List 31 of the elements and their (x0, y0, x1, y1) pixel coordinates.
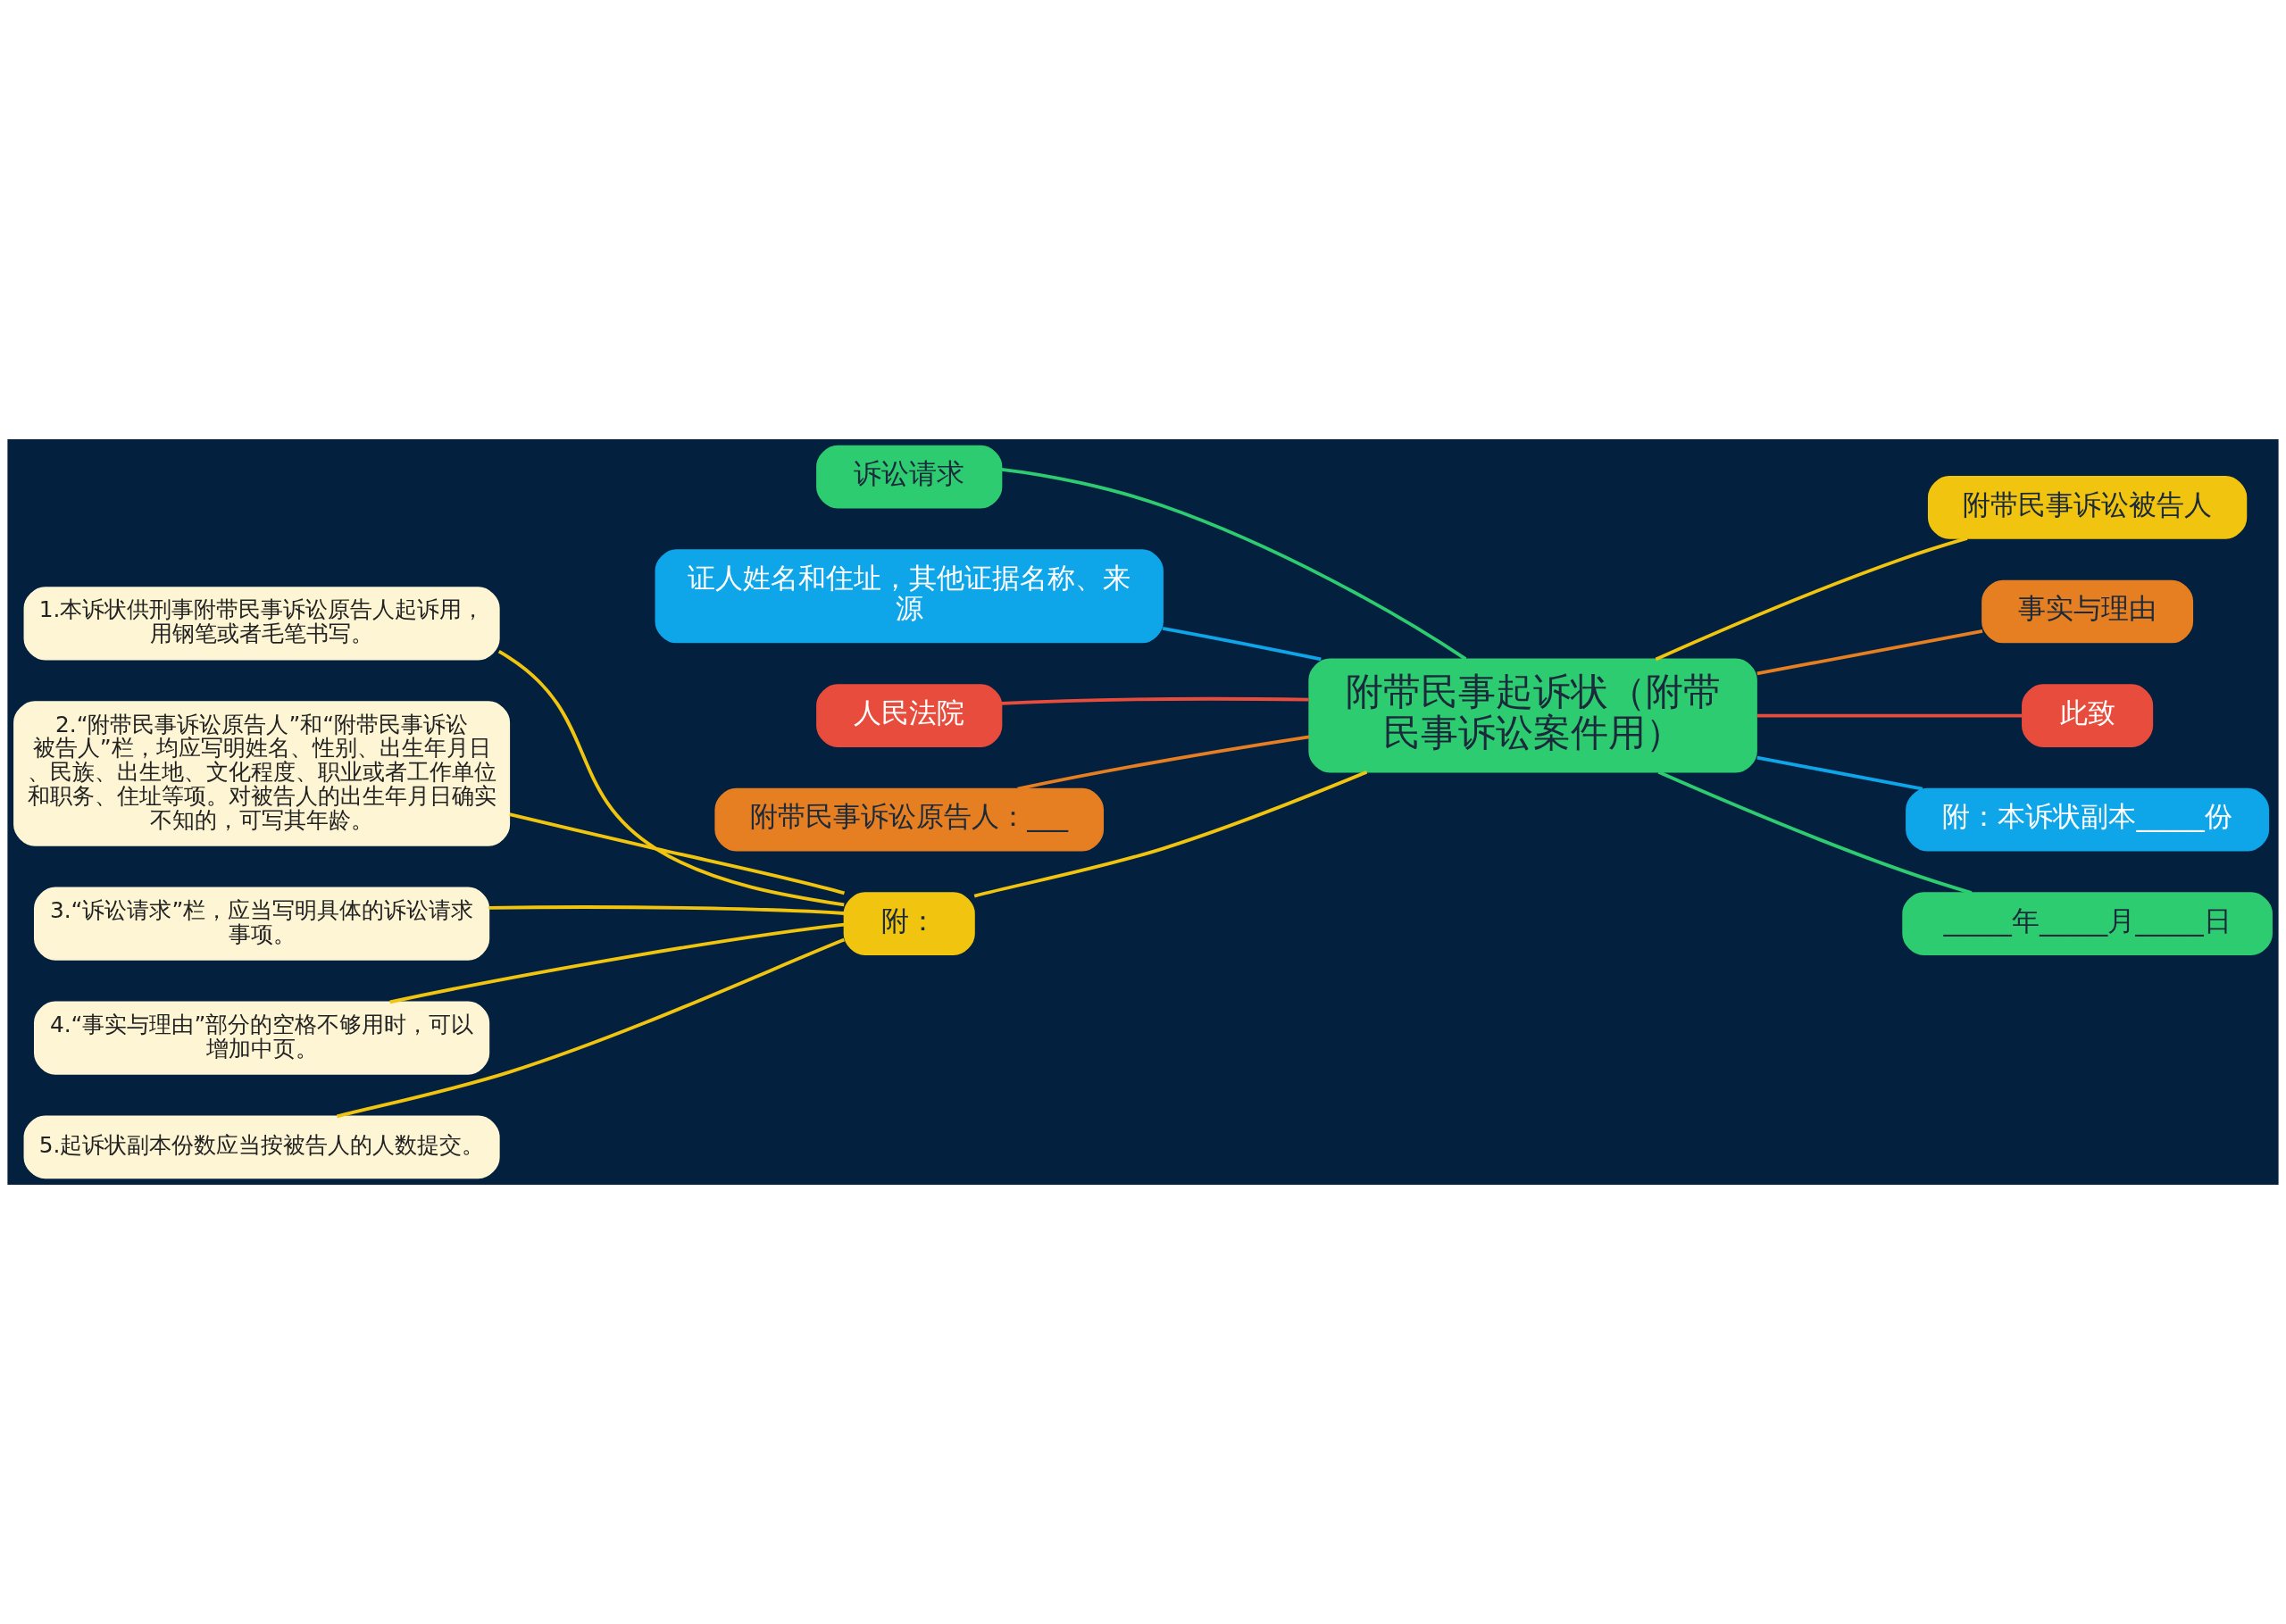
connector (488, 905, 845, 915)
node-box: 5.起诉状副本份数应当按被告人的人数提交。 (23, 1115, 500, 1179)
connector (1756, 629, 1983, 676)
node-box: 事实与理由 (1981, 579, 2194, 644)
connector (1756, 755, 1923, 791)
node-box: 附： (843, 892, 975, 955)
connector (1017, 735, 1310, 791)
connector (1655, 537, 1968, 662)
connector (509, 812, 845, 895)
connector (1001, 697, 1309, 705)
connector (336, 937, 846, 1119)
node-box: 附：本诉状副本_____份 (1906, 787, 2270, 852)
node-box: 证人姓名和住址，其他证据名称、来源 (655, 549, 1164, 644)
connector (389, 922, 845, 1004)
node-box: 此致 (2022, 684, 2154, 747)
connector (1657, 770, 1973, 895)
node-box: 附带民事起诉状（附带民事诉讼案件用） (1308, 658, 1757, 773)
node-box: 2.“附带民事诉讼原告人”和“附带民事诉讼被告人”栏，均应写明姓名、性别、出生年月日、民族、出生地、文化程度、职业或者工作单位和职务、住址等项。对被告人的出生年月日确实不知的，可写其年龄。 (13, 701, 511, 846)
node-box: 3.“诉讼请求”栏，应当写明具体的诉讼请求事项。 (34, 887, 490, 961)
connector (497, 650, 845, 907)
node-box: 附带民事诉讼原告人：___ (714, 787, 1105, 852)
node-box: 附带民事诉讼被告人 (1927, 476, 2248, 539)
node-box: 诉讼请求 (816, 445, 1003, 509)
node-box: 1.本诉状供刑事附带民事诉讼原告人起诉用，用钢笔或者毛笔书写。 (23, 587, 500, 661)
connector (1756, 713, 2023, 718)
node-box: 4.“事实与理由”部分的空格不够用时，可以增加中页。 (34, 1001, 490, 1075)
connector (1162, 626, 1322, 662)
connector (1001, 467, 1467, 661)
connector (973, 770, 1368, 898)
node-box: 人民法院 (816, 684, 1003, 747)
node-box: _____年_____月_____日 (1902, 892, 2273, 955)
